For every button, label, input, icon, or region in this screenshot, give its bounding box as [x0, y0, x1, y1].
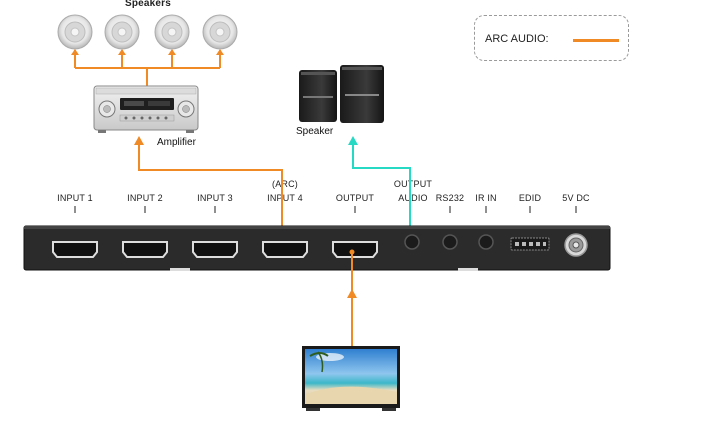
dc-power-jack: [564, 233, 588, 257]
port-label-ticks: [74, 206, 577, 213]
rs232-jack: [442, 234, 458, 250]
port-label-edid: EDID: [518, 193, 542, 203]
ceiling-speaker-icon: [57, 14, 93, 50]
ir-in-jack: [478, 234, 494, 250]
port-label-ir-in: IR IN: [475, 193, 497, 203]
speakers-label: Speakers: [124, 0, 172, 9]
hdmi-port-output: [332, 241, 378, 258]
legend-text: ARC AUDIO:: [485, 33, 549, 45]
port-label-input3: INPUT 3: [197, 193, 233, 203]
output-port-dot: [349, 249, 355, 255]
port-label-input4: INPUT 4: [267, 193, 303, 203]
audio-arrow-head: [348, 136, 358, 145]
port-label-output-audio-2: AUDIO: [398, 193, 428, 203]
edid-dip-switch: [510, 237, 550, 251]
port-label-rs232: RS232: [435, 193, 465, 203]
tv-icon: [302, 346, 400, 411]
ceiling-speaker-icon: [202, 14, 238, 50]
ceiling-speaker-icon: [104, 14, 140, 50]
port-label-output: OUTPUT: [335, 193, 375, 203]
bookshelf-speaker-icon: [299, 65, 384, 123]
port-label-dc: 5V DC: [562, 193, 590, 203]
arc-arrow-head: [134, 136, 144, 145]
hdmi-port-input3: [192, 241, 238, 258]
speaker-wiring-arrows: [71, 49, 224, 55]
audio-jack: [404, 234, 420, 250]
port-label-input1: INPUT 1: [57, 193, 93, 203]
hdmi-switch-device: [23, 225, 611, 271]
port-label-input2: INPUT 2: [127, 193, 163, 203]
port-label-arc: (ARC): [272, 179, 298, 189]
legend-arc-line: [573, 39, 619, 42]
ceiling-speaker-icon: [154, 14, 190, 50]
port-label-output-audio-1: OUTPUT: [393, 179, 433, 189]
speaker-wiring: [74, 50, 221, 86]
arc-audio-connection: [138, 141, 283, 252]
hdmi-port-input2: [122, 241, 168, 258]
hdmi-port-input4: [262, 241, 308, 258]
speaker-label: Speaker: [296, 126, 334, 137]
legend-box: ARC AUDIO:: [474, 15, 629, 61]
amplifier-icon: [93, 85, 199, 133]
hdmi-port-input1: [52, 241, 98, 258]
amplifier-label: Amplifier: [157, 137, 196, 148]
analog-audio-connection: [352, 140, 411, 242]
tv-arrow-head: [347, 289, 357, 298]
